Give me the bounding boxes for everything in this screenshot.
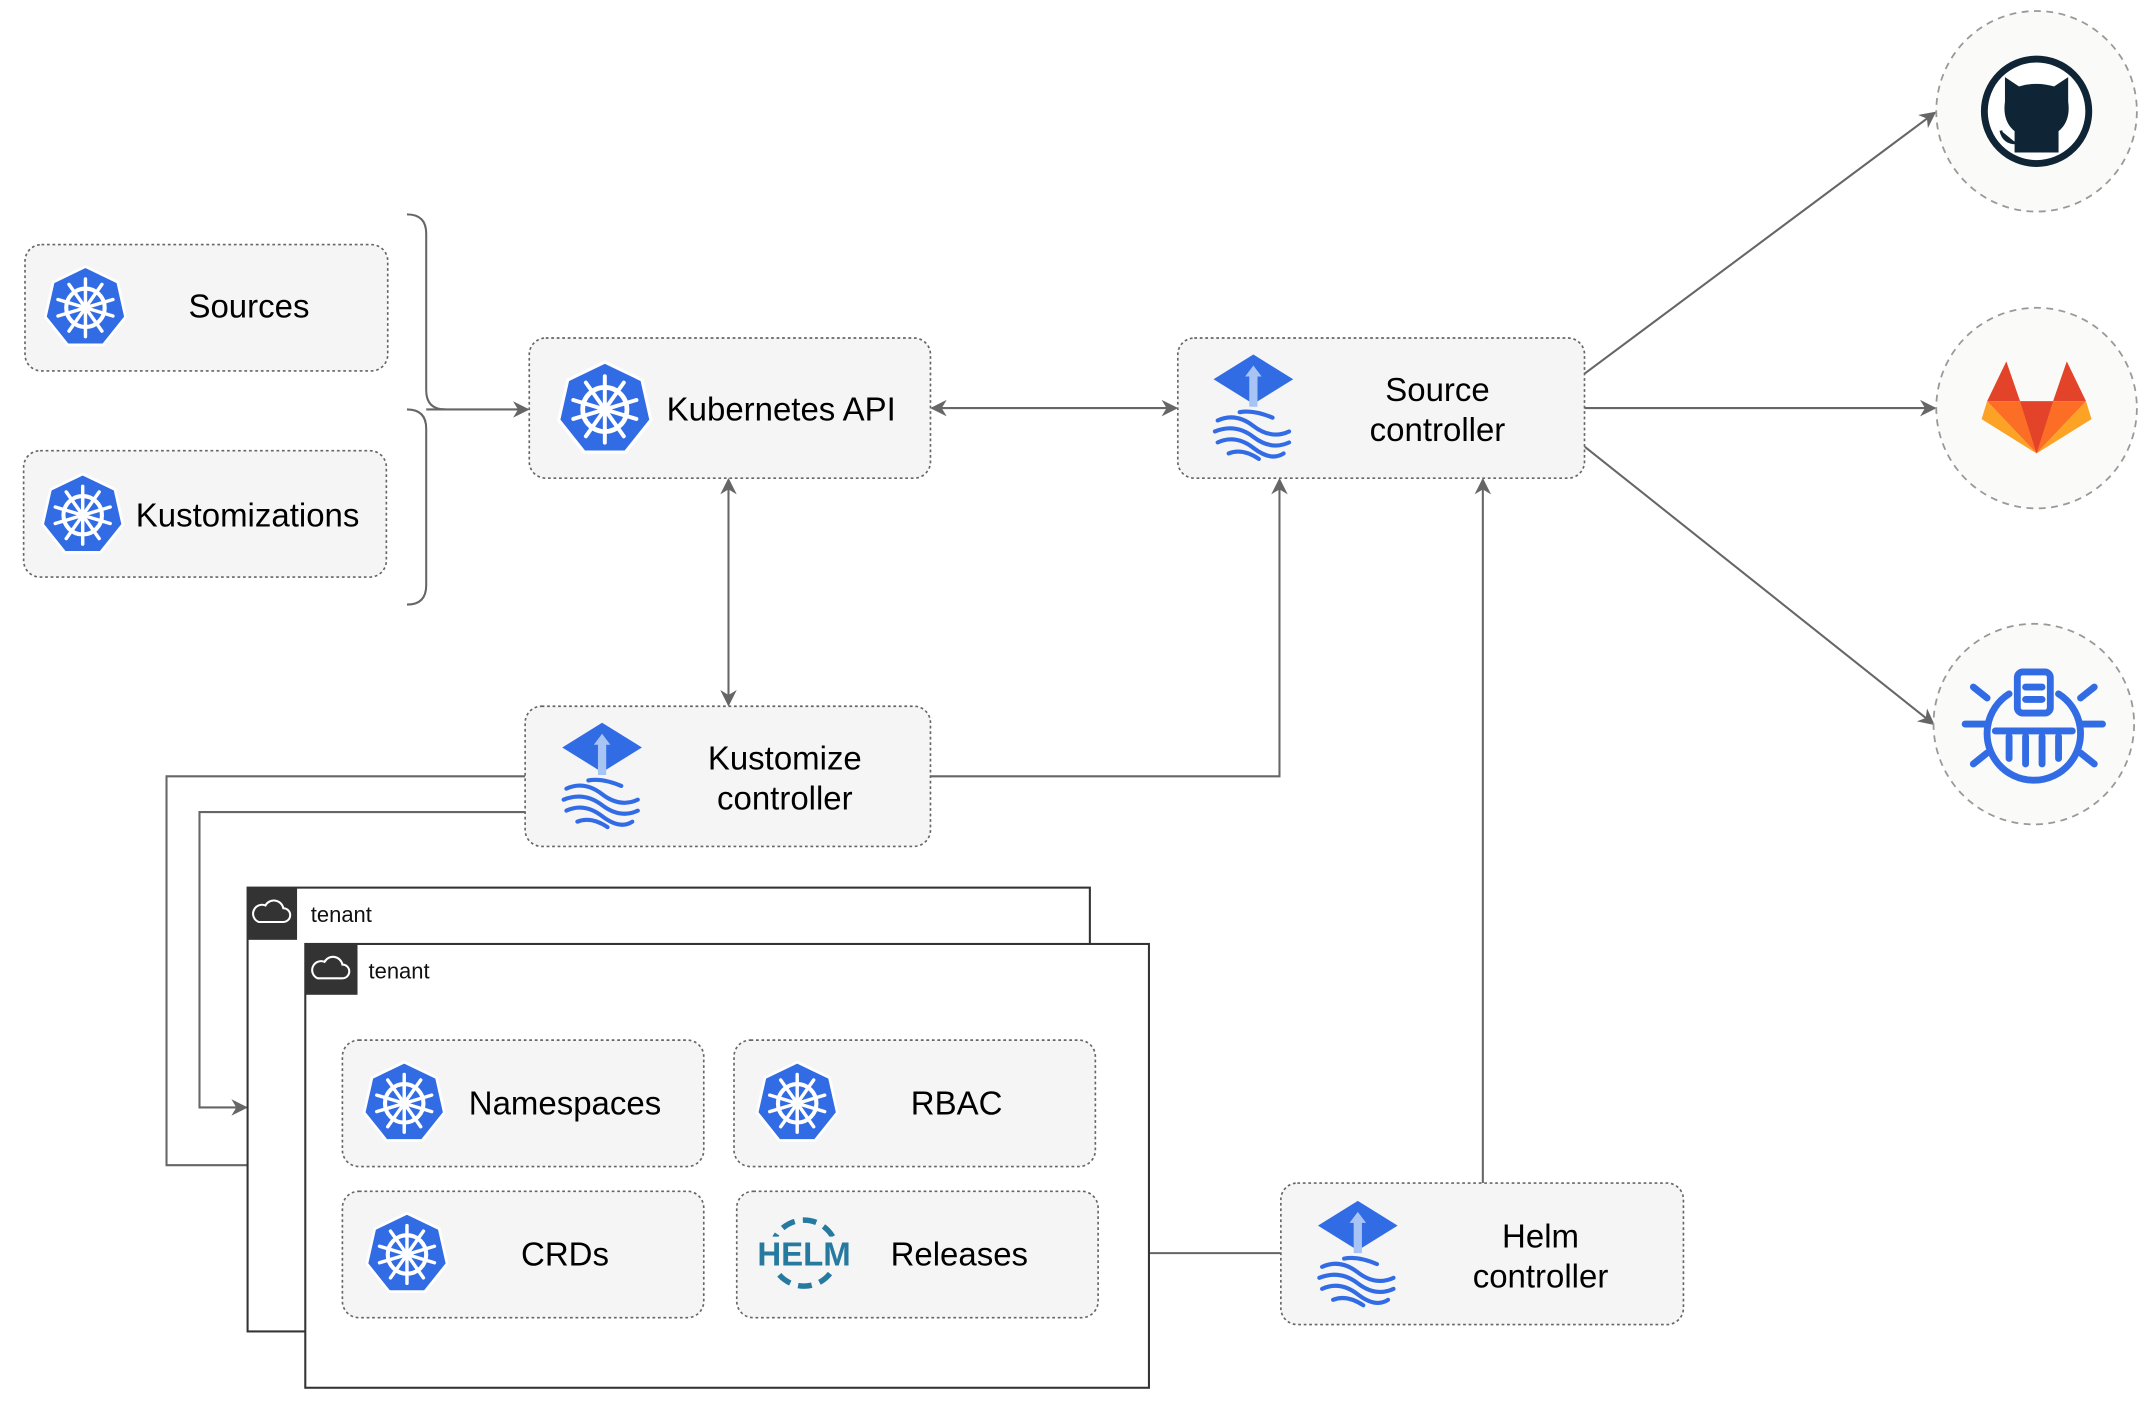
edge-kustomize-to-tenant-back bbox=[198, 811, 526, 1116]
node-label: Sources bbox=[188, 287, 309, 324]
node-label: Namespaces bbox=[469, 1084, 661, 1121]
gitlab-icon bbox=[1981, 361, 2092, 454]
edge-source-to-helm-repo bbox=[1583, 445, 1935, 726]
external-helm-repository[interactable] bbox=[1932, 622, 2136, 826]
node-label: Helm bbox=[1502, 1218, 1579, 1255]
node-label: Kubernetes API bbox=[667, 390, 896, 427]
node-kustomizations[interactable]: Kustomizations bbox=[22, 449, 388, 578]
tenant-label: tenant bbox=[369, 958, 430, 983]
edge-source-to-github bbox=[1583, 111, 1937, 375]
node-label: controller bbox=[1473, 1257, 1609, 1294]
node-label: controller bbox=[717, 779, 853, 816]
node-label: Kustomize bbox=[708, 739, 862, 776]
node-label: controller bbox=[1370, 411, 1506, 448]
cloud-icon bbox=[252, 899, 292, 924]
node-helm-controller[interactable]: Helm controller bbox=[1280, 1182, 1685, 1326]
node-label: Kustomizations bbox=[136, 496, 360, 533]
node-kustomize-controller[interactable]: Kustomize controller bbox=[524, 705, 932, 848]
cloud-icon bbox=[311, 955, 351, 980]
node-source-controller[interactable]: Source controller bbox=[1176, 337, 1586, 479]
tenant-label: tenant bbox=[311, 902, 372, 927]
edge-kustomize-to-source bbox=[930, 477, 1288, 778]
helm-icon: HELM bbox=[757, 1217, 851, 1289]
github-icon bbox=[1980, 55, 2093, 167]
node-label: RBAC bbox=[911, 1084, 1003, 1121]
node-crds[interactable]: CRDs bbox=[341, 1190, 705, 1319]
node-kubernetes-api[interactable]: Kubernetes API bbox=[528, 337, 932, 479]
external-github[interactable] bbox=[1935, 10, 2138, 213]
node-namespaces[interactable]: Namespaces bbox=[341, 1039, 705, 1168]
node-rbac[interactable]: RBAC bbox=[733, 1039, 1097, 1168]
brace-bracket bbox=[406, 213, 446, 606]
node-sources[interactable]: Sources bbox=[24, 243, 389, 372]
node-releases[interactable]: HELM Releases bbox=[735, 1190, 1099, 1319]
node-label: Source bbox=[1385, 371, 1489, 408]
external-gitlab[interactable] bbox=[1935, 306, 2138, 510]
edge-kustomize-to-tenant-front bbox=[165, 775, 526, 1174]
node-label: Releases bbox=[891, 1235, 1028, 1272]
node-label: CRDs bbox=[521, 1235, 609, 1272]
svg-text:HELM: HELM bbox=[757, 1235, 850, 1272]
helm-repository-icon bbox=[1961, 668, 2106, 784]
